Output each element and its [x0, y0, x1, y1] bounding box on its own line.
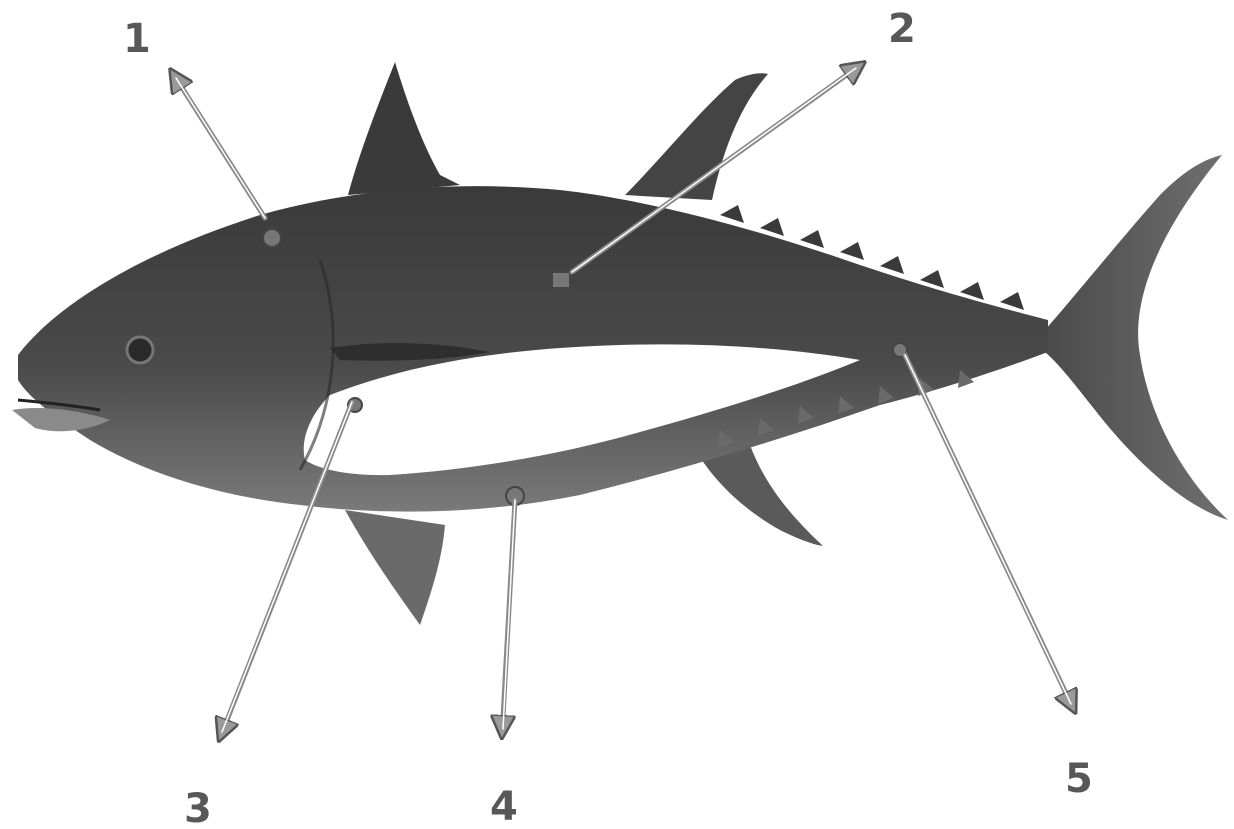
callout-point-1	[263, 229, 281, 247]
eye	[127, 337, 153, 363]
callout-label-3: 3	[184, 786, 212, 829]
first-dorsal-fin	[348, 62, 460, 195]
arrow-4-inner	[503, 500, 515, 729]
caudal-fin	[1045, 155, 1228, 520]
callout-label-5: 5	[1065, 756, 1093, 802]
callout-point-2	[552, 272, 570, 288]
arrow-5-inner	[905, 355, 1071, 704]
callout-label-1: 1	[123, 16, 151, 62]
arrow-1-inner	[176, 78, 265, 218]
callout-label-2: 2	[888, 6, 916, 52]
pelvic-fin	[345, 510, 445, 625]
callout-label-4: 4	[490, 784, 518, 829]
